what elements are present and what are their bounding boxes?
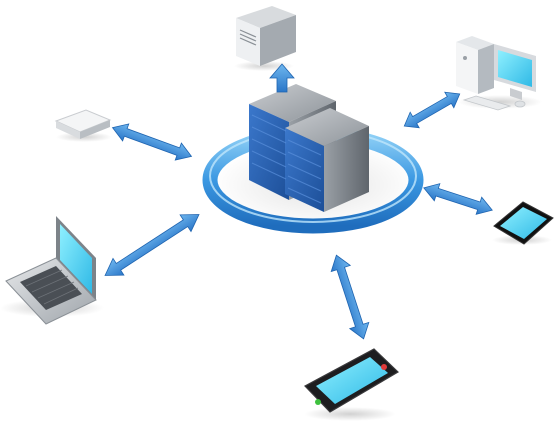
server-rack-icon	[249, 84, 369, 212]
tablet-icon	[492, 201, 554, 245]
arrow-smartphone	[330, 254, 370, 340]
arrow-tablet	[423, 183, 493, 215]
arrow-router	[111, 123, 193, 161]
arrow-laptop	[104, 214, 200, 276]
smartphone-icon	[304, 348, 399, 421]
arrow-to-tower-server	[269, 63, 295, 93]
arrow-desktop	[403, 91, 461, 129]
laptop-icon	[0, 216, 104, 325]
desktop-computer-icon	[456, 36, 542, 111]
arrows	[104, 63, 493, 340]
router-icon	[54, 109, 112, 142]
tower-server-icon	[234, 6, 296, 71]
